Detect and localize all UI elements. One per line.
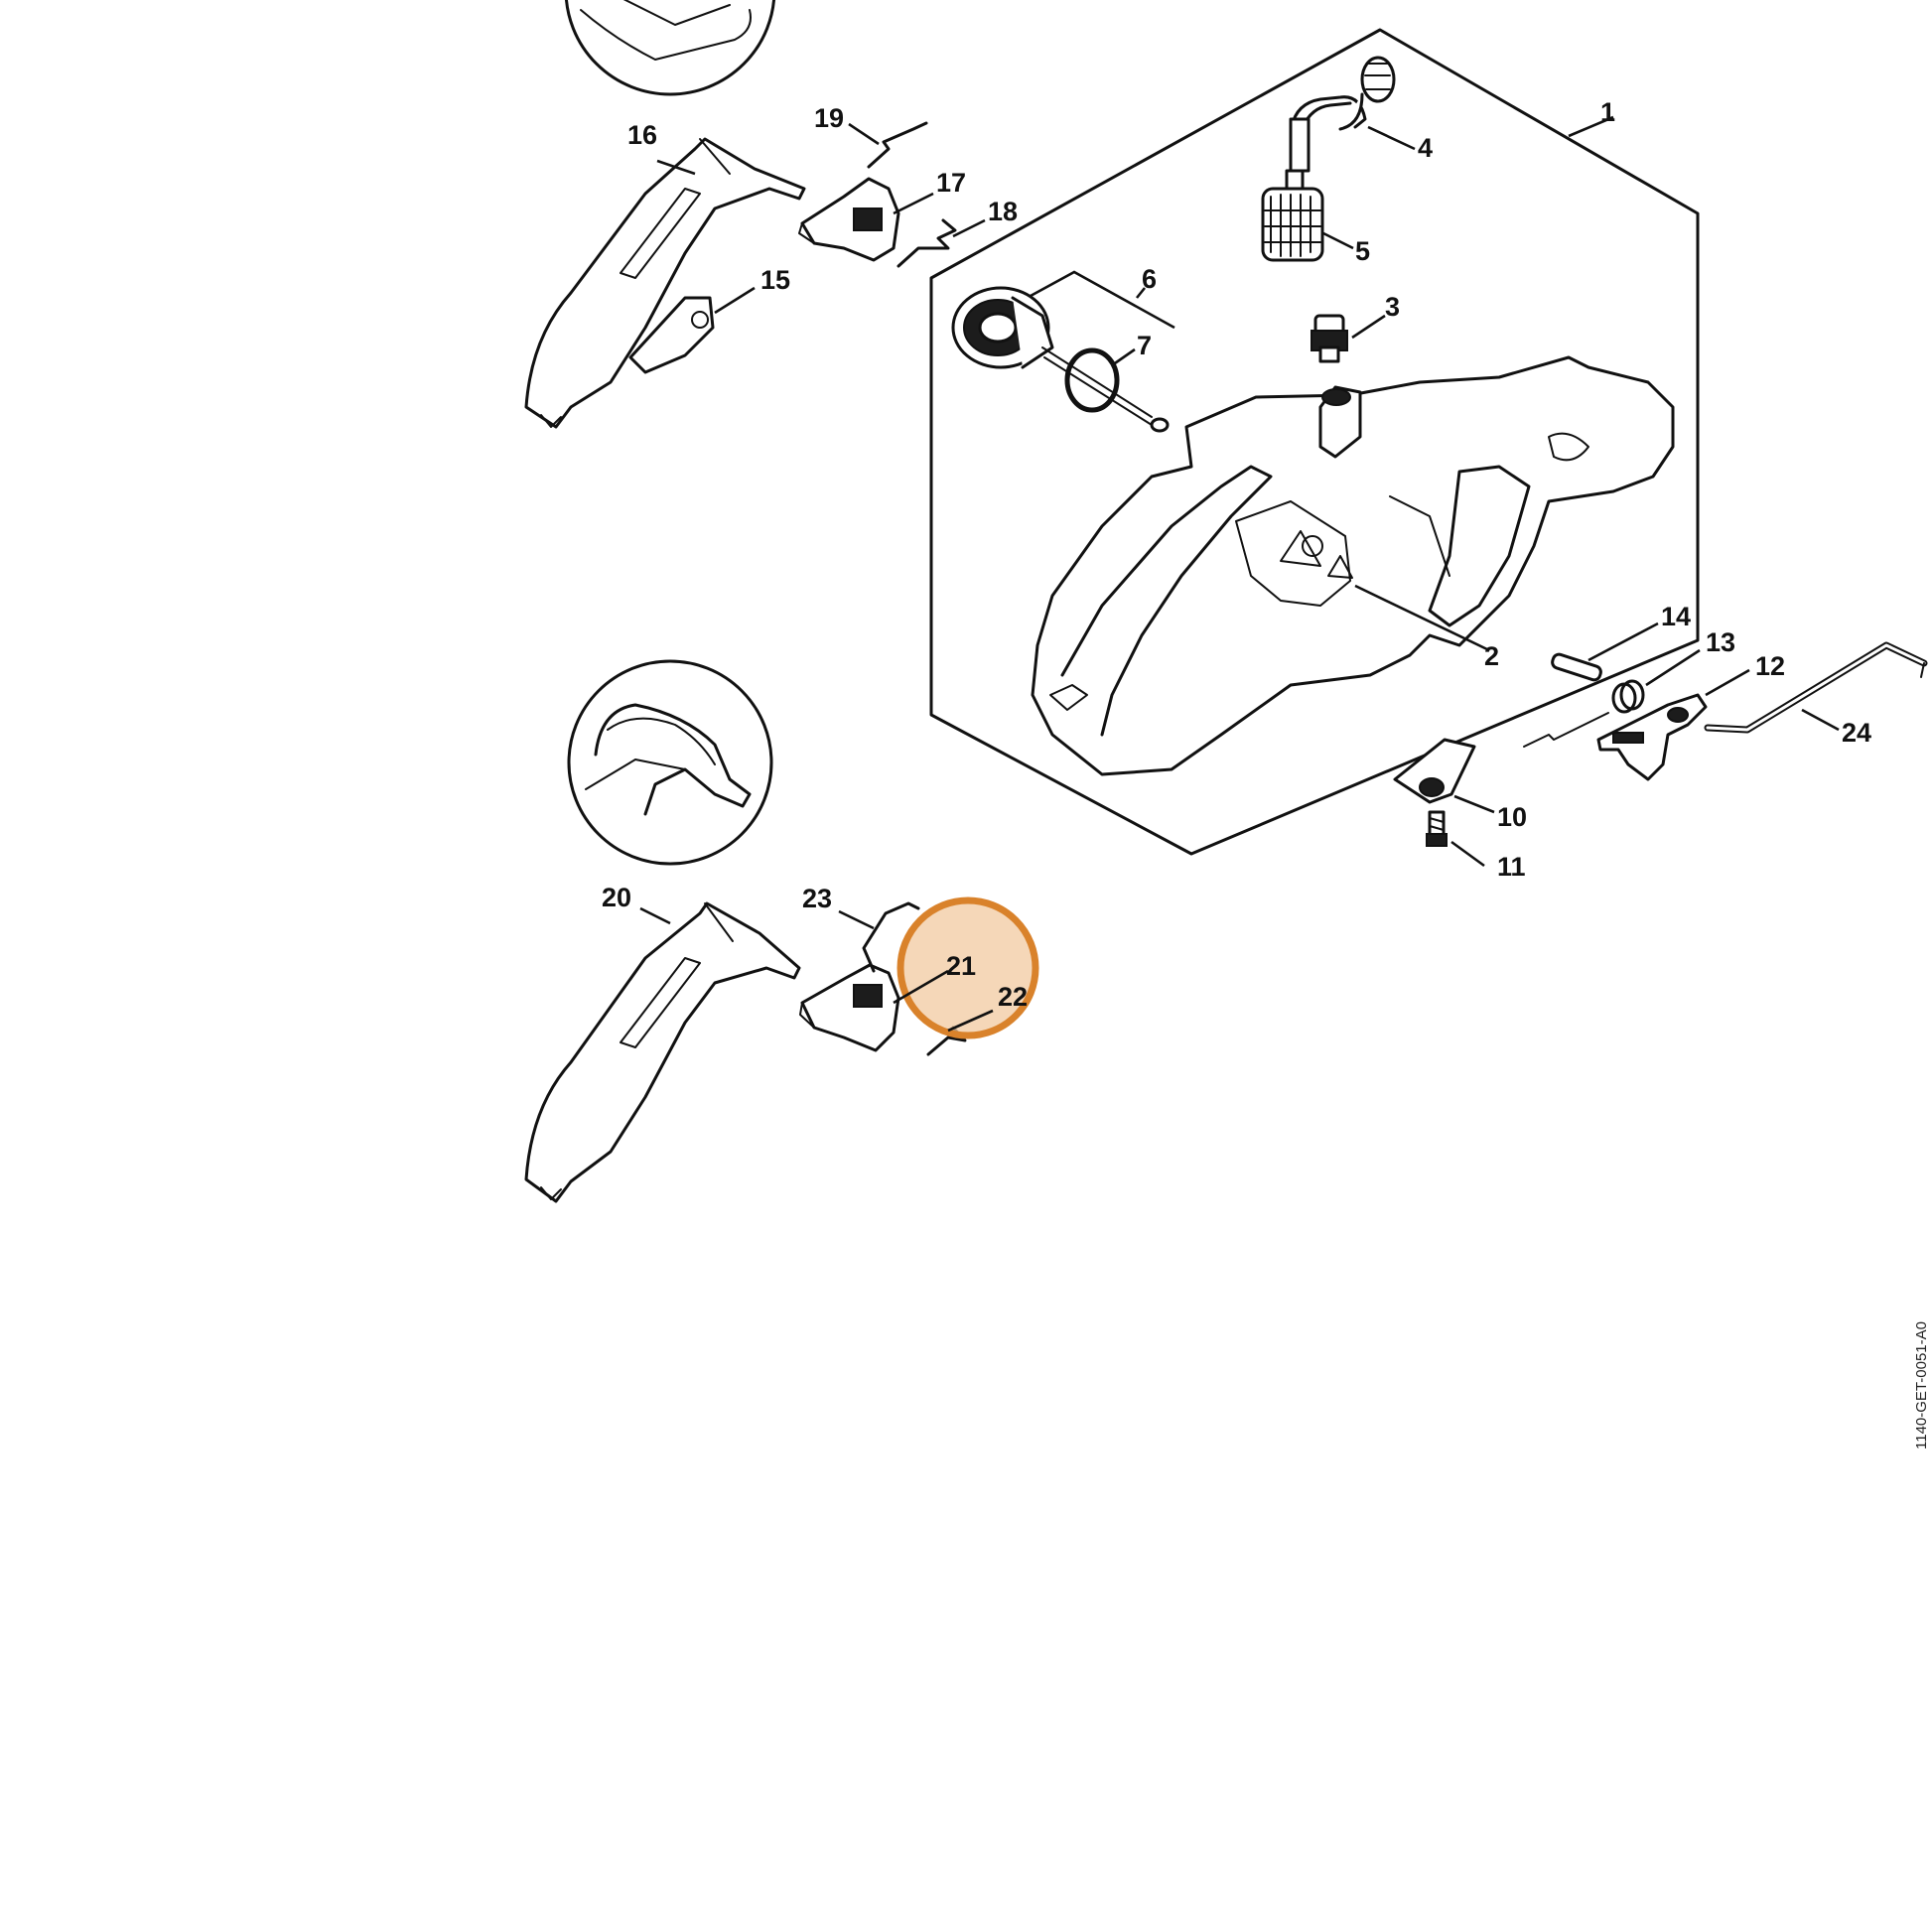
leader-4 <box>1367 125 1416 151</box>
detail-circle-middle <box>567 659 773 866</box>
label-23[interactable]: 23 <box>802 884 832 913</box>
leader-2 <box>1354 584 1490 652</box>
fuel-hose-part <box>1289 56 1396 173</box>
upper-handle-part <box>524 137 806 429</box>
leader-17 <box>893 192 934 215</box>
leader-16 <box>656 159 696 176</box>
spring-part <box>1611 679 1645 714</box>
lever-part-15 <box>628 296 715 374</box>
leader-6 <box>1030 270 1175 330</box>
leader-1 <box>1568 115 1614 138</box>
screw-part <box>1426 810 1448 847</box>
rod-part <box>1704 641 1928 734</box>
leader-18 <box>952 218 986 238</box>
label-4[interactable]: 4 <box>1418 133 1433 163</box>
leader-14 <box>1587 621 1659 662</box>
switch-part-17 <box>798 177 900 262</box>
fuel-filter-part <box>1261 169 1324 262</box>
highlight-part-21[interactable] <box>897 897 1039 1039</box>
label-20[interactable]: 20 <box>602 883 631 912</box>
leader-10 <box>1453 794 1495 814</box>
label-10[interactable]: 10 <box>1497 802 1527 832</box>
leader-20 <box>639 906 671 925</box>
leader-21 <box>893 969 949 1005</box>
label-16[interactable]: 16 <box>627 120 657 150</box>
label-6[interactable]: 6 <box>1142 264 1157 294</box>
label-15[interactable]: 15 <box>760 265 790 295</box>
wire-spring-part-23 <box>862 901 920 973</box>
label-22[interactable]: 22 <box>998 982 1028 1012</box>
leader-19 <box>848 122 880 146</box>
housing-part <box>1031 355 1675 776</box>
switch-part-21 <box>799 963 900 1052</box>
o-ring-part <box>1064 347 1120 413</box>
label-17[interactable]: 17 <box>936 168 966 198</box>
label-14[interactable]: 14 <box>1661 602 1691 631</box>
wire-spring-part-19 <box>867 121 928 169</box>
leader-12 <box>1705 668 1750 697</box>
fitting-part <box>1311 314 1348 363</box>
label-5[interactable]: 5 <box>1355 236 1370 266</box>
leader-15 <box>714 286 756 315</box>
leader-7 <box>1111 347 1136 367</box>
label-24[interactable]: 24 <box>1842 718 1871 748</box>
label-18[interactable]: 18 <box>988 197 1018 226</box>
leader-5 <box>1322 231 1354 250</box>
label-3[interactable]: 3 <box>1385 292 1400 322</box>
document-id: 1140-GET-0051-A0 <box>1913 1321 1930 1449</box>
detail-circle-top <box>565 0 775 96</box>
pin-part <box>1551 652 1602 682</box>
leader-24 <box>1801 708 1840 732</box>
leader-3 <box>1351 314 1386 340</box>
label-2[interactable]: 2 <box>1484 641 1499 671</box>
label-21[interactable]: 21 <box>946 951 976 981</box>
label-13[interactable]: 13 <box>1706 627 1735 657</box>
leader-6b <box>1135 287 1147 299</box>
leader-11 <box>1450 840 1485 868</box>
label-12[interactable]: 12 <box>1755 651 1785 681</box>
label-11[interactable]: 11 <box>1497 852 1526 882</box>
label-1[interactable]: 1 <box>1600 97 1615 127</box>
oil-pump-part <box>951 286 1170 433</box>
label-19[interactable]: 19 <box>814 103 844 133</box>
leader-22 <box>947 1009 994 1033</box>
label-7[interactable]: 7 <box>1137 331 1152 360</box>
plate-part <box>1393 738 1476 804</box>
leader-13 <box>1645 648 1701 687</box>
leader-23 <box>838 909 875 930</box>
throttle-trigger-part <box>1523 693 1708 781</box>
lower-handle-part <box>524 901 801 1203</box>
housing-assembly-box <box>929 28 1700 856</box>
spring-clip-part-18 <box>897 218 957 268</box>
